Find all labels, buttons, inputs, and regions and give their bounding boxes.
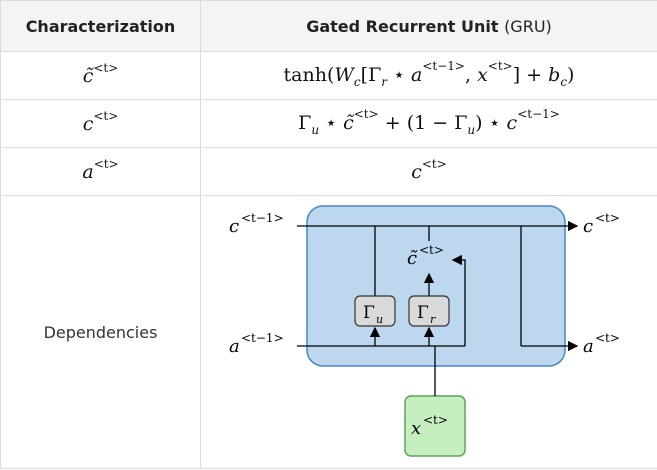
c-symbol: c — [82, 113, 94, 136]
c-prev-symbol: c — [506, 111, 518, 134]
gru-cell-box — [306, 205, 566, 367]
gamma-r-sub: r — [381, 74, 388, 89]
gate-r-box — [408, 295, 450, 327]
dependencies-label: Dependencies — [0, 195, 201, 469]
a-symbol: a — [82, 161, 94, 184]
gate-r-symbol: Γ — [417, 303, 429, 323]
a-prev-sup: <t−1> — [241, 331, 284, 345]
a-to-ctilde — [451, 254, 466, 346]
ctilde-sup: <t> — [419, 243, 444, 257]
ctilde-sup: <t> — [353, 107, 379, 122]
ctilde-symbol: c̃ — [343, 111, 354, 134]
header-row: Characterization Gated Recurrent Unit (G… — [0, 0, 657, 52]
fn-tanh: tanh — [283, 63, 327, 86]
formula-ctilde: tanh(Wc[Γr ⋆ a<t−1>, x<t>] + bc) — [200, 51, 657, 100]
table-row: Dependencies — [0, 195, 657, 469]
gamma-u-symbol: Γ — [454, 111, 468, 134]
gate-u-symbol: Γ — [363, 303, 375, 323]
ctilde-label: c̃ — [407, 248, 418, 269]
a-out-label: a — [583, 336, 594, 357]
table-row: a<t> c<t> — [0, 147, 657, 196]
table-row: c<t> Γu ⋆ c̃<t> + (1 − Γu) ⋆ c<t−1> — [0, 99, 657, 148]
a-symbol: a — [411, 63, 423, 86]
plus-op: + — [526, 63, 543, 86]
table-row: c̃<t> tanh(Wc[Γr ⋆ a<t−1>, x<t>] + bc) — [0, 51, 657, 100]
row-name-ctilde: c̃<t> — [0, 51, 201, 100]
c-sup: <t> — [421, 156, 447, 171]
header-gru-paren: (GRU) — [504, 16, 552, 36]
row-name-a: a<t> — [0, 147, 201, 196]
x-label: x — [411, 418, 421, 439]
star-op: ⋆ — [325, 111, 338, 134]
b-symbol: b — [548, 63, 561, 86]
x-symbol: x — [477, 63, 488, 86]
c-sup: <t> — [93, 108, 119, 123]
a-sup: <t−1> — [422, 59, 465, 74]
one-minus: (1 − — [406, 111, 455, 134]
a-sup: <t> — [93, 156, 119, 171]
w-symbol: W — [334, 63, 354, 86]
gamma-u-symbol: Γ — [298, 111, 312, 134]
gate-u-box — [354, 295, 396, 327]
a-prev-label: a — [229, 336, 240, 357]
formula-a: c<t> — [200, 147, 657, 196]
ctilde-symbol: c̃ — [82, 65, 94, 88]
gamma-r-symbol: Γ — [368, 63, 382, 86]
c-prev-sup: <t−1> — [241, 211, 284, 225]
x-sup: <t> — [487, 59, 513, 74]
c-prev-sup: <t−1> — [517, 107, 560, 122]
close-paren: ) — [475, 111, 483, 134]
header-gru-main: Gated Recurrent Unit — [306, 16, 499, 36]
star-op: ⋆ — [488, 111, 501, 134]
x-sup: <t> — [423, 413, 448, 427]
gamma-u-sub: u — [311, 122, 320, 137]
gru-diagram: c <t−1> c <t> a <t−1> a <t> c̃ <t> Γ u Γ… — [229, 205, 620, 457]
header-characterization: Characterization — [0, 0, 201, 52]
formula-c: Γu ⋆ c̃<t> + (1 − Γu) ⋆ c<t−1> — [200, 99, 657, 148]
c-out-sup: <t> — [595, 211, 620, 225]
w-sub: c — [353, 74, 361, 89]
b-sub: c — [560, 74, 568, 89]
c-symbol: c — [411, 161, 422, 184]
dependencies-diagram: c <t−1> c <t> a <t−1> a <t> c̃ <t> Γ u Γ… — [200, 195, 657, 469]
a-out-sup: <t> — [595, 331, 620, 345]
row-name-c: c<t> — [0, 99, 201, 148]
gate-u-sub: u — [376, 313, 383, 326]
gamma-u-sub: u — [467, 122, 476, 137]
c-out-label: c — [583, 216, 593, 237]
star-op: ⋆ — [393, 63, 405, 86]
c-prev-label: c — [229, 216, 239, 237]
gate-r-sub: r — [430, 313, 436, 326]
plus-op: + — [384, 111, 401, 134]
header-gru: Gated Recurrent Unit (GRU) — [200, 0, 657, 52]
ctilde-sup: <t> — [93, 60, 119, 75]
